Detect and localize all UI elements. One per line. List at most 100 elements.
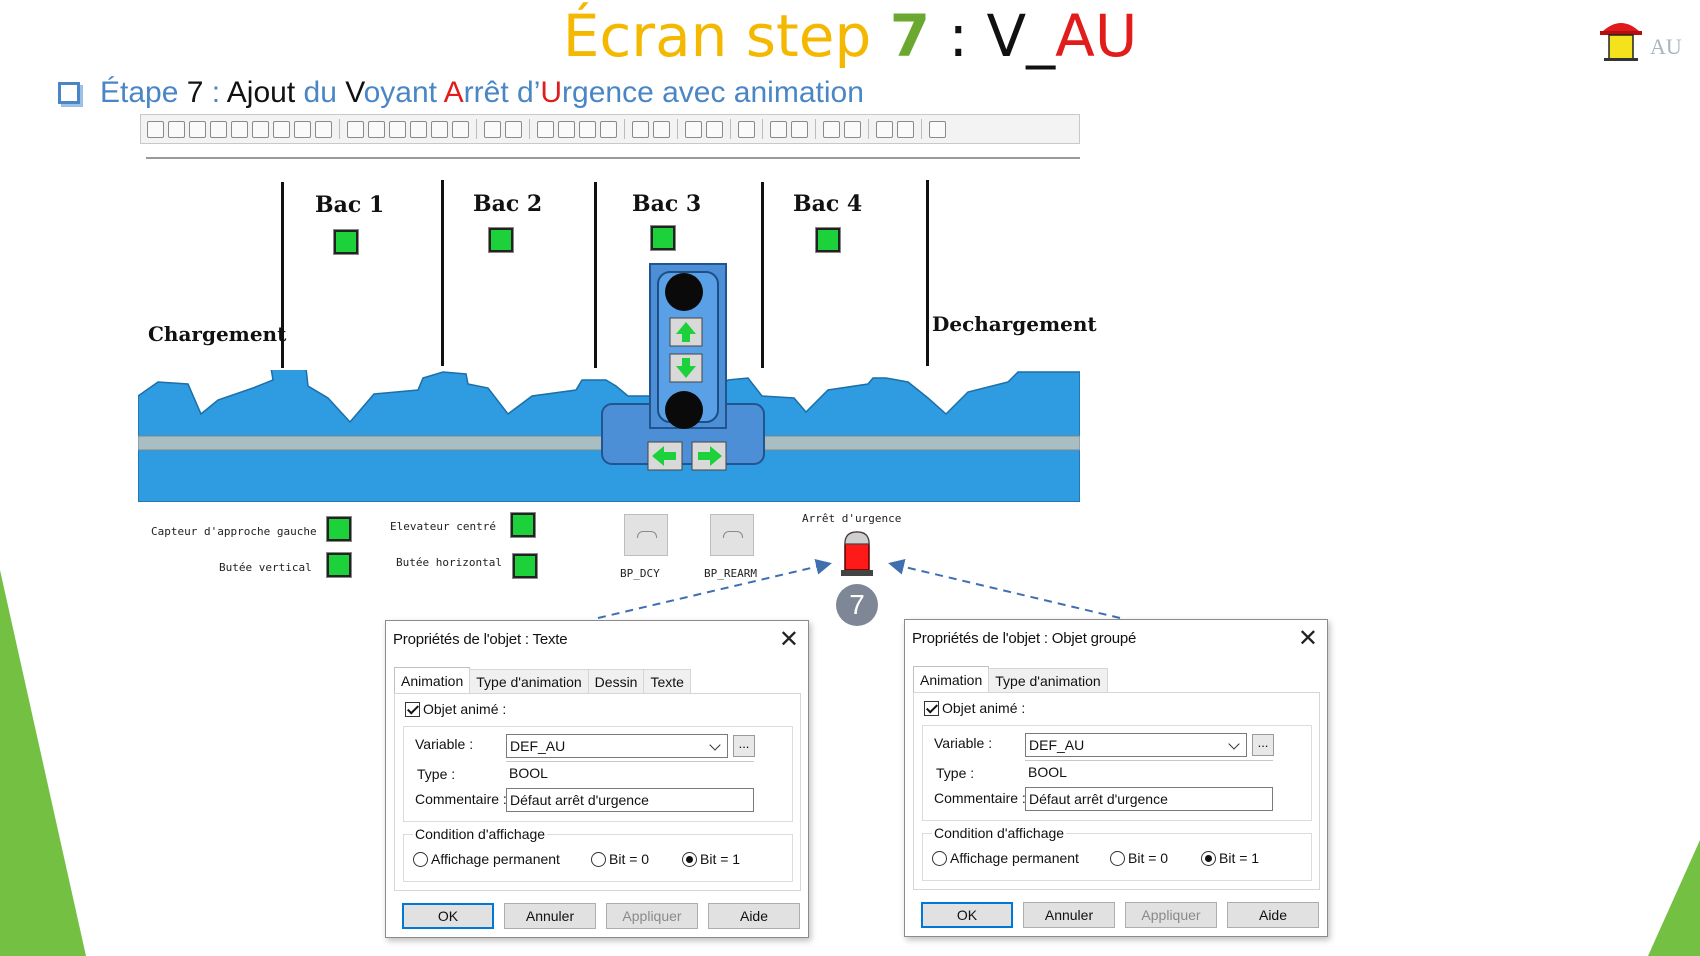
toolbar-separator (730, 119, 731, 139)
aide-button[interactable]: Aide (1227, 902, 1319, 928)
radio-bit-1[interactable] (682, 852, 697, 867)
properties-icon[interactable] (738, 120, 755, 138)
variable-select[interactable]: DEF_AU (506, 734, 728, 758)
settings-icon[interactable] (929, 120, 946, 138)
dechargement-label: Dechargement (932, 312, 1097, 336)
mirror-v-icon[interactable] (505, 120, 522, 138)
radio-bit-1-label: Bit = 1 (1219, 850, 1260, 866)
browse-variable-button[interactable]: ... (733, 735, 755, 757)
browse-variable-button[interactable]: ... (1252, 734, 1274, 756)
checkbox-tool-icon[interactable] (389, 120, 406, 138)
toolbar-separator (868, 119, 869, 139)
bullet-icon (58, 82, 80, 104)
variable-select[interactable]: DEF_AU (1025, 733, 1247, 757)
library-icon[interactable] (897, 120, 914, 138)
rectangle-tool-icon[interactable] (189, 120, 206, 138)
separator-line (926, 180, 929, 366)
tab-texte[interactable]: Texte (643, 669, 691, 693)
image-tool-icon[interactable] (294, 120, 311, 138)
slide-subtitle: Étape 7 : Ajout du Voyant Arrêt d’Urgenc… (100, 76, 864, 109)
arret-urgence-lamp-icon[interactable] (840, 530, 874, 578)
led-tool-icon[interactable] (410, 120, 427, 138)
bac-2-label: Bac 2 (473, 191, 543, 217)
bp-dcy-button[interactable] (624, 514, 668, 556)
dialog-caption: Propriétés de l'objet : Texte (393, 631, 568, 648)
back-icon[interactable] (844, 120, 861, 138)
align-top-icon[interactable] (579, 120, 596, 138)
separator-line (441, 180, 444, 366)
type-value: BOOL (506, 761, 754, 785)
polygon-tool-icon[interactable] (252, 120, 269, 138)
capteur-gauche-indicator (326, 516, 352, 542)
tab-animation[interactable]: Animation (394, 667, 471, 693)
butee-horizontal-indicator (512, 553, 538, 579)
copy-icon[interactable] (876, 120, 893, 138)
toolbar-separator (762, 119, 763, 139)
slide-accent-left (0, 570, 86, 956)
display-tool-icon[interactable] (347, 120, 364, 138)
bac-4-indicator (815, 227, 841, 253)
select-tool-icon[interactable] (147, 120, 164, 138)
close-icon[interactable]: ✕ (1297, 625, 1318, 652)
radio-affichage-permanent-label: Affichage permanent (950, 850, 1079, 866)
chargement-label: Chargement (148, 322, 287, 346)
appliquer-button[interactable]: Appliquer (606, 903, 698, 929)
radio-affichage-permanent[interactable] (932, 851, 947, 866)
ok-button[interactable]: OK (402, 903, 494, 929)
rotate-icon[interactable] (685, 120, 702, 138)
grid-icon[interactable] (770, 120, 787, 138)
aide-button[interactable]: Aide (708, 903, 800, 929)
commentaire-field[interactable]: Défaut arrêt d'urgence (506, 788, 754, 812)
text-tool-icon[interactable] (273, 120, 290, 138)
annuler-button[interactable]: Annuler (1023, 902, 1115, 928)
radio-affichage-permanent[interactable] (413, 852, 428, 867)
ungroup-icon[interactable] (653, 120, 670, 138)
editor-ruler (146, 157, 1080, 159)
button-tool-icon[interactable] (368, 120, 385, 138)
bp-rearm-button[interactable] (710, 514, 754, 556)
editor-toolbar (140, 114, 1080, 144)
type-label: Type : (417, 766, 456, 782)
align-right-icon[interactable] (558, 120, 575, 138)
butee-vertical-indicator (326, 552, 352, 578)
objet-anime-label: Objet animé : (942, 700, 1026, 716)
annuler-button[interactable]: Annuler (504, 903, 596, 929)
arc-tool-icon[interactable] (231, 120, 248, 138)
emergency-stop-icon (1600, 23, 1642, 61)
swap-icon[interactable] (706, 120, 723, 138)
mirror-h-icon[interactable] (484, 120, 501, 138)
radio-affichage-permanent-label: Affichage permanent (431, 851, 560, 867)
bac-4-label: Bac 4 (793, 191, 863, 217)
ok-button[interactable]: OK (921, 902, 1013, 928)
toolbar-separator (677, 119, 678, 139)
objet-anime-checkbox[interactable] (924, 701, 939, 716)
align-bottom-icon[interactable] (600, 120, 617, 138)
front-icon[interactable] (823, 120, 840, 138)
variable-group (922, 725, 1312, 821)
line-tool-icon[interactable] (168, 120, 185, 138)
radio-bit-0-label: Bit = 0 (609, 851, 650, 867)
bac-1-indicator (333, 229, 359, 255)
group-icon[interactable] (632, 120, 649, 138)
tab-dessin[interactable]: Dessin (587, 669, 645, 693)
properties-dialog-objet-groupe: Propriétés de l'objet : Objet groupé ✕ A… (904, 619, 1328, 937)
dial-tool-icon[interactable] (452, 120, 469, 138)
radio-bit-1[interactable] (1201, 851, 1216, 866)
gauge-tool-icon[interactable] (431, 120, 448, 138)
tab-type-animation[interactable]: Type d'animation (988, 668, 1108, 692)
bac-1-label: Bac 1 (315, 192, 385, 218)
close-icon[interactable]: ✕ (778, 626, 799, 653)
radio-bit-0[interactable] (1110, 851, 1125, 866)
commentaire-field[interactable]: Défaut arrêt d'urgence (1025, 787, 1273, 811)
radio-bit-0-label: Bit = 0 (1128, 850, 1169, 866)
objet-anime-checkbox[interactable] (405, 702, 420, 717)
ellipse-tool-icon[interactable] (210, 120, 227, 138)
align-left-icon[interactable] (537, 120, 554, 138)
hand-icon[interactable] (791, 120, 808, 138)
tab-animation[interactable]: Animation (913, 666, 990, 692)
tab-type-animation[interactable]: Type d'animation (469, 669, 589, 693)
variable-tool-icon[interactable] (315, 120, 332, 138)
condition-group (922, 833, 1312, 881)
radio-bit-0[interactable] (591, 852, 606, 867)
appliquer-button[interactable]: Appliquer (1125, 902, 1217, 928)
